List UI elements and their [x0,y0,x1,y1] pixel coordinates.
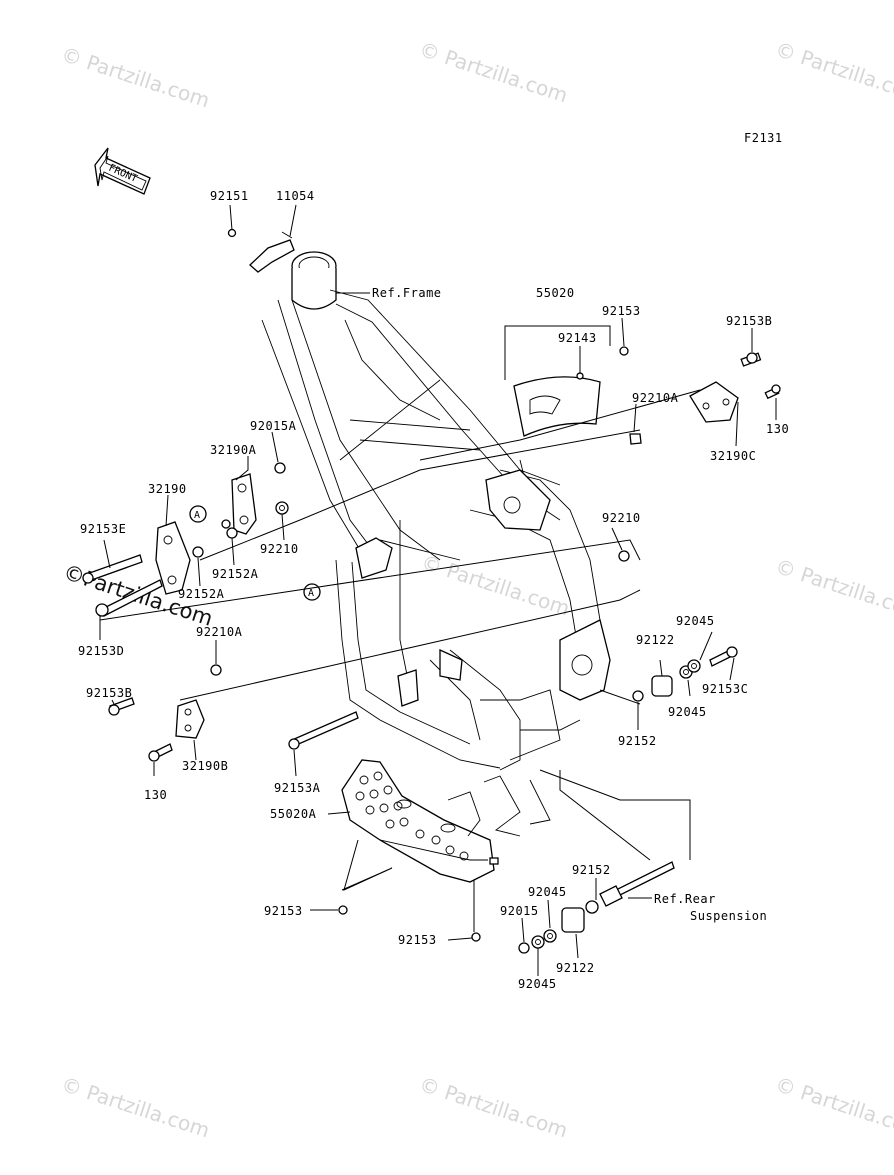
part-label-32190C: 32190C [710,449,756,463]
fasteners-left-upper [82,462,289,676]
frame-outline [261,251,611,771]
part-label-92152A: 92152A [212,567,259,581]
part-label-92153D: 92153D [78,644,124,658]
watermark: © Partzilla.com [772,554,894,625]
bracket-32190C [629,352,781,445]
part-label-92210A: 92210A [632,391,679,405]
watermark: © Partzilla.com [416,1072,570,1143]
part-label-55020: 55020 [536,286,575,300]
part-label-55020A: 55020A [270,807,317,821]
pivot-hardware-right [618,550,738,702]
watermark: © Partzilla.com [58,42,212,113]
clamp-11054 [227,228,295,273]
bracket-32190B [108,697,205,762]
ref-marker-label: A [194,510,200,521]
watermark: © Partzilla.com [772,37,894,108]
ref-frame-label: Ref.Frame [372,286,442,300]
part-label-92152: 92152 [618,734,657,748]
part-labels: 92151 11054 Ref.Frame 55020 92153 92143 … [78,189,789,991]
part-label-130: 130 [766,422,789,436]
part-label-92122: 92122 [636,633,675,647]
figure-code: F2131 [744,131,783,145]
part-label-92153: 92153 [264,904,303,918]
leader-lines [99,204,777,976]
part-label-92045: 92045 [518,977,557,991]
front-arrow-icon: FRONT [94,147,151,195]
part-label-92153E: 92153E [80,522,126,536]
bracket-32190A [231,473,257,535]
part-label-92153B: 92153B [86,686,132,700]
ref-rear-label-2: Suspension [690,909,767,923]
part-label-92045: 92045 [676,614,715,628]
part-label-92152A: 92152A [178,587,225,601]
part-label-92153A: 92153A [274,781,321,795]
bracket-32190 [155,521,191,595]
ref-marker-a2: A [303,583,321,601]
part-label-92015A: 92015A [250,419,297,433]
part-label-92015: 92015 [500,904,539,918]
part-label-92210: 92210 [602,511,641,525]
zigzag-marks [447,775,551,837]
ref-marker-label: A [308,588,314,599]
part-label-92122: 92122 [556,961,595,975]
ref-rear-label: Ref.Rear [654,892,716,906]
ref-marker-a1: A [189,505,207,523]
part-label-92153C: 92153C [702,682,748,696]
guard-55020 [513,346,629,437]
part-label-92151: 92151 [210,189,249,203]
bolt-92153A [288,711,359,750]
part-label-92045: 92045 [668,705,707,719]
part-label-92153B: 92153B [726,314,772,328]
part-label-130: 130 [144,788,167,802]
part-label-11054: 11054 [276,189,315,203]
part-label-92143: 92143 [558,331,597,345]
part-label-92210: 92210 [260,542,299,556]
part-label-92210A: 92210A [196,625,243,639]
pivot-bolt-rear [518,861,675,954]
skid-plate-55020A [338,759,499,942]
part-label-92045: 92045 [528,885,567,899]
watermark: © Partzilla.com [416,37,570,108]
watermark: © Partzilla.com [772,1072,894,1143]
part-label-92153: 92153 [398,933,437,947]
part-label-92152: 92152 [572,863,611,877]
part-label-92153: 92153 [602,304,641,318]
watermark: © Partzilla.com [58,1072,212,1143]
part-label-32190B: 32190B [182,759,228,773]
part-label-32190: 32190 [148,482,187,496]
part-label-32190A: 32190A [210,443,257,457]
